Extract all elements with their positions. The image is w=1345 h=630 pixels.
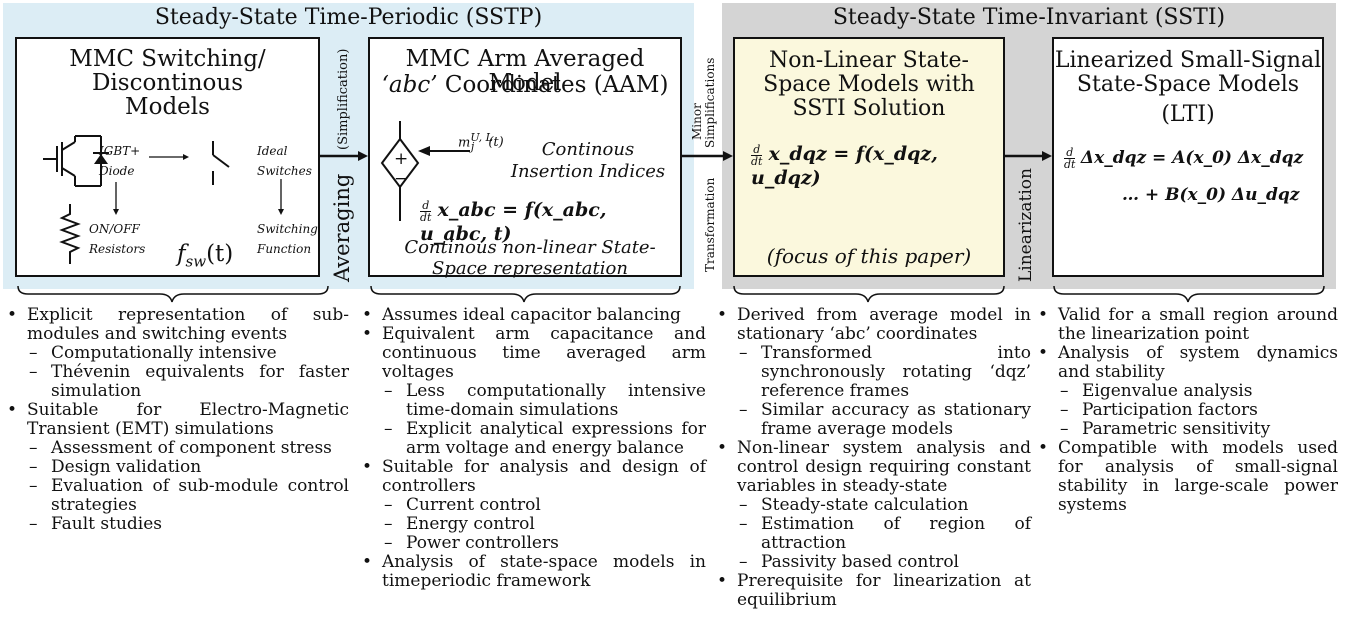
switching-model-title: MMC Switching/ Discontinous Models <box>69 46 266 120</box>
aam-box: MMC Arm Averaged Model ‘abc’ Coordinates… <box>368 37 682 279</box>
lti-box: Linearized Small-Signal State-Space Mode… <box>1052 37 1324 277</box>
lti-title-line2: State-Space Models <box>1076 72 1300 97</box>
ssti-title: Steady-State Time-Invariant (SSTI) <box>832 5 1226 30</box>
list-item: Current control <box>358 496 706 516</box>
controlled-source-icon <box>380 121 470 221</box>
list-item: Estimation of region of attraction <box>713 515 1031 553</box>
insertion-indices-label: Continous Insertion Indices <box>510 139 666 182</box>
ideal-switch-icon <box>212 141 230 185</box>
list-item: Evaluation of sub-module control strateg… <box>3 477 349 515</box>
ideal-switch-label: Ideal Switches <box>257 144 312 178</box>
igbt-diode-icon <box>43 135 109 187</box>
insertion-index-symbol: mU, Lj(t) <box>458 131 504 153</box>
aam-title-line2: ‘abc’ Coordinates (AAM) <box>381 72 669 98</box>
list-item: Assessment of component stress <box>3 439 349 459</box>
list-item: Analysis of system dynamics and stabilit… <box>1034 344 1338 382</box>
list-item: Assumes ideal capacitor balancing <box>358 306 706 326</box>
source-minus: − <box>394 169 409 189</box>
list-item: Analysis of state-space models in timepe… <box>358 553 706 591</box>
list-item: Parametric sensitivity <box>1034 420 1338 440</box>
switching-features-list: Explicit representation of sub-modules a… <box>3 306 349 535</box>
list-item: Steady-state calculation <box>713 496 1031 516</box>
list-item: Similar accuracy as stationary frame ave… <box>713 401 1031 439</box>
switching-box-arrows <box>113 154 284 215</box>
list-item: Prerequisite for linearization at equili… <box>713 572 1031 610</box>
list-item: Participation factors <box>1034 401 1338 421</box>
averaging-label: Averaging <box>330 173 354 282</box>
resistor-label: ON/OFF Resistors <box>89 222 146 256</box>
resistor-icon <box>59 204 81 264</box>
lti-features-list: Valid for a small region around the line… <box>1034 306 1338 515</box>
list-item: Derived from average model in stationary… <box>713 306 1031 344</box>
list-item: Explicit representation of sub-modules a… <box>3 306 349 344</box>
list-item: Design validation <box>3 458 349 478</box>
list-item: Eigenvalue analysis <box>1034 382 1338 402</box>
list-item: Thévenin equivalents for faster simulati… <box>3 363 349 401</box>
list-item: Computationally intensive <box>3 344 349 364</box>
focus-label: (focus of this paper) <box>766 244 972 268</box>
list-item: Explicit analytical expressions for arm … <box>358 420 706 458</box>
list-item: Suitable for Electro-Magnetic Transient … <box>3 401 349 439</box>
source-plus: + <box>394 149 409 169</box>
list-item: Valid for a small region around the line… <box>1034 306 1338 344</box>
lti-title-line1: Linearized Small-Signal <box>1054 48 1322 73</box>
igbt-label: IGBT+ Diode <box>99 144 141 178</box>
list-item: Non-linear system analysis and control d… <box>713 439 1031 496</box>
sstp-title: Steady-State Time-Periodic (SSTP) <box>154 5 543 30</box>
list-item: Energy control <box>358 515 706 535</box>
list-item: Power controllers <box>358 534 706 554</box>
switching-function-label: Switching Function <box>257 222 318 256</box>
list-item: Suitable for analysis and design of cont… <box>358 458 706 496</box>
switching-model-box: MMC Switching/ Discontinous Models IGBT+… <box>15 37 320 277</box>
switching-function-symbol: fsw(t) <box>177 241 234 271</box>
aam-title-line1: MMC Arm Averaged Model <box>405 46 645 96</box>
nonlinear-box: Non-Linear State-Space Models with SSTI … <box>733 37 1005 277</box>
list-item: Equivalent arm capacitance and continuou… <box>358 325 706 382</box>
lti-equation-line2: … + B(x_0) Δu_dqz <box>1122 185 1300 205</box>
list-item: Compatible with models used for analysis… <box>1034 439 1338 515</box>
aam-features-list: Assumes ideal capacitor balancing Equiva… <box>358 306 706 591</box>
aam-caption: Continous non-linear State-Space represe… <box>404 237 656 279</box>
lti-title-line3: (LTI) <box>1161 102 1215 127</box>
list-item: Less computationally intensive time-doma… <box>358 382 706 420</box>
simplifications-label: Simplifications <box>703 57 717 148</box>
minor-label: Minor <box>690 103 704 140</box>
linearization-label: Linearization <box>1016 168 1036 282</box>
nonlinear-features-list: Derived from average model in stationary… <box>713 306 1031 610</box>
simplification-label: (Simplification) <box>336 48 351 150</box>
nonlinear-title: Non-Linear State-Space Models with SSTI … <box>763 48 975 121</box>
list-item: Fault studies <box>3 515 349 535</box>
list-item: Transformed into synchronously rotating … <box>713 344 1031 401</box>
list-item: Passivity based control <box>713 553 1031 573</box>
transformation-label: Transformation <box>703 177 717 272</box>
